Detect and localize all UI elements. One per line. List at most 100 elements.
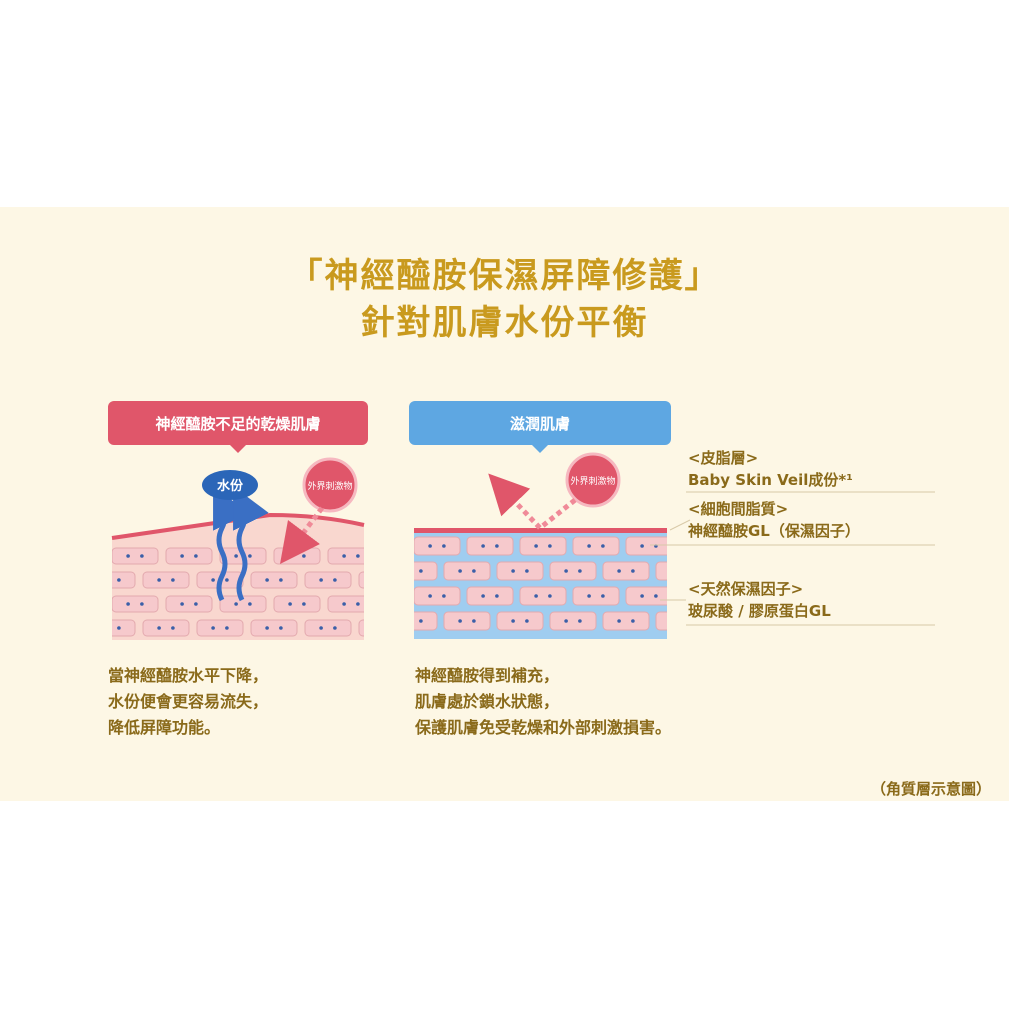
- skin-cell: [304, 619, 352, 637]
- cell-nucleus: [587, 544, 591, 548]
- cell-nucleus: [578, 619, 582, 623]
- cell-nucleus: [564, 619, 568, 623]
- skin-cell: [414, 611, 438, 631]
- skin-cell: [112, 619, 136, 637]
- description-line: 降低屏障功能。: [108, 718, 221, 737]
- cell-nucleus: [684, 569, 688, 573]
- cell-nucleus: [640, 544, 644, 548]
- skin-cell: [625, 536, 667, 556]
- skin-cell: [549, 611, 597, 631]
- irritant-badge-right: [565, 452, 621, 508]
- skin-cell: [625, 586, 667, 606]
- skin-cell: [655, 611, 667, 631]
- cell-nucleus: [525, 569, 529, 573]
- cell-nucleus: [140, 554, 144, 558]
- skin-cell: [327, 547, 364, 565]
- skin-cell: [250, 571, 298, 589]
- cell-nucleus: [126, 602, 130, 606]
- skin-cell: [602, 611, 650, 631]
- cell-nucleus: [342, 602, 346, 606]
- legend-nmf-heading: <天然保濕因子>: [688, 580, 804, 598]
- dry-skin-layers: [112, 515, 391, 640]
- cell-nucleus: [279, 626, 283, 630]
- legend-sebum-detail: Baby Skin Veil成份*¹: [688, 471, 853, 489]
- skin-cell: [112, 571, 136, 589]
- cell-nucleus: [670, 619, 674, 623]
- cell-nucleus: [442, 594, 446, 598]
- skin-cell: [443, 561, 491, 581]
- cell-nucleus: [211, 578, 215, 582]
- cell-nucleus: [234, 602, 238, 606]
- legend-sebum-heading: <皮脂層>: [688, 449, 759, 467]
- cell-nucleus: [288, 602, 292, 606]
- bubble-tail: [230, 445, 246, 453]
- cell-nucleus: [495, 594, 499, 598]
- cell-nucleus: [578, 569, 582, 573]
- skin-cell: [196, 619, 244, 637]
- cell-nucleus: [472, 569, 476, 573]
- skin-cell: [572, 586, 620, 606]
- cell-nucleus: [180, 554, 184, 558]
- skin-cell: [572, 536, 620, 556]
- dry-skin-label-text: 神經醯胺不足的乾燥肌膚: [155, 414, 321, 433]
- cell-nucleus: [631, 569, 635, 573]
- cell-nucleus: [534, 594, 538, 598]
- cell-nucleus: [356, 602, 360, 606]
- description-line: 水份便會更容易流失，: [108, 692, 269, 711]
- skin-cell: [165, 547, 213, 565]
- description-line: 肌膚處於鎖水狀態，: [415, 692, 560, 711]
- cell-nucleus: [428, 544, 432, 548]
- cell-nucleus: [601, 594, 605, 598]
- skin-cell: [549, 561, 597, 581]
- cell-nucleus: [428, 594, 432, 598]
- page-title-line1: 「神經醯胺保濕屏障修護」: [288, 256, 721, 296]
- skin-cell: [358, 571, 364, 589]
- cell-nucleus: [234, 554, 238, 558]
- skin-cell: [219, 595, 267, 613]
- cell-nucleus: [356, 554, 360, 558]
- cell-nucleus: [405, 619, 409, 623]
- legend-nmf-detail: 玻尿酸 / 膠原蛋白GL: [688, 602, 831, 620]
- skin-cell: [358, 619, 364, 637]
- cell-nucleus: [171, 626, 175, 630]
- cell-nucleus: [288, 554, 292, 558]
- cell-nucleus: [248, 554, 252, 558]
- cell-nucleus: [548, 594, 552, 598]
- cell-nucleus: [333, 626, 337, 630]
- cell-nucleus: [481, 594, 485, 598]
- cell-nucleus: [617, 569, 621, 573]
- sebum-layer-line: [414, 528, 667, 533]
- skin-cell: [414, 536, 461, 556]
- legend-lipid-detail: 神經醯胺GL（保濕因子）: [688, 522, 860, 540]
- moist-skin-layers: [405, 531, 688, 639]
- dry-skin-description: 當神經醯胺水平下降， 水份便會更容易流失， 降低屏障功能。: [108, 663, 268, 741]
- dry-skin-label: 神經醯胺不足的乾燥肌膚: [108, 401, 368, 453]
- cell-nucleus: [180, 602, 184, 606]
- water-loss-arrows: [213, 486, 269, 602]
- skin-cell: [112, 547, 159, 565]
- cell-nucleus: [211, 626, 215, 630]
- cell-nucleus: [601, 544, 605, 548]
- cell-nucleus: [617, 619, 621, 623]
- legend-lipid-heading: <細胞間脂質>: [688, 500, 789, 518]
- skin-cell: [496, 561, 544, 581]
- irritant-badge-right-text: 外界刺激物: [570, 475, 615, 487]
- cell-nucleus: [511, 569, 515, 573]
- irritant-arrow-bounce: [488, 473, 577, 532]
- skin-cell: [466, 586, 514, 606]
- cell-nucleus: [387, 578, 391, 582]
- skin-cell: [165, 595, 213, 613]
- cell-nucleus: [587, 594, 591, 598]
- description-line: 神經醯胺得到補充，: [415, 666, 560, 685]
- cell-nucleus: [194, 554, 198, 558]
- diagram-caption: （角質層示意圖）: [870, 780, 991, 798]
- cell-nucleus: [419, 619, 423, 623]
- cell-nucleus: [265, 626, 269, 630]
- cell-nucleus: [564, 569, 568, 573]
- cell-nucleus: [481, 544, 485, 548]
- skin-cell: [327, 595, 364, 613]
- cell-nucleus: [117, 578, 121, 582]
- moist-skin-label-text: 滋潤肌膚: [509, 414, 570, 433]
- moist-skin-description: 神經醯胺得到補充， 肌膚處於鎖水狀態， 保護肌膚免受乾燥和外部刺激損害。: [415, 663, 671, 741]
